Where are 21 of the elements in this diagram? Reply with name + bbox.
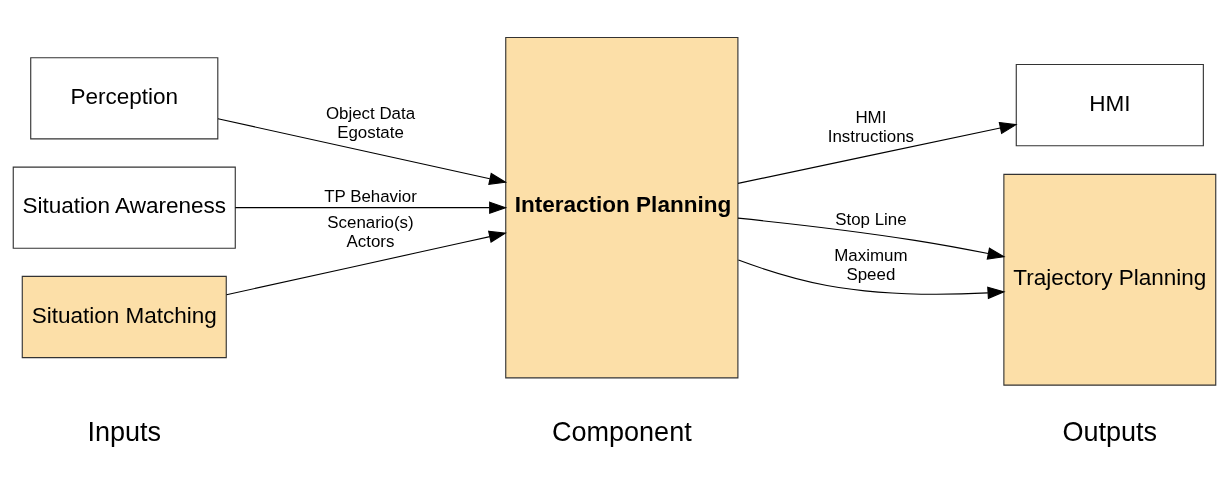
arrow — [225, 230, 507, 295]
label: Inputs — [87, 416, 162, 447]
node-box: Situation Awareness — [12, 166, 236, 249]
edge-label: Scenario(s) Actors — [327, 212, 414, 251]
node-box: Interaction Planning — [505, 36, 739, 378]
arrow — [234, 200, 508, 214]
edge-label: Maximum Speed — [834, 245, 908, 284]
arrow — [737, 217, 1006, 260]
node-box: Perception — [30, 56, 219, 139]
node-box: Trajectory Planning — [1003, 173, 1217, 386]
label: Outputs — [1062, 416, 1158, 447]
node-box: Situation Matching — [21, 275, 227, 358]
arrow — [737, 258, 1006, 299]
edge-label: Object Data Egostate — [325, 103, 416, 142]
arrow — [737, 121, 1018, 184]
label: Component — [551, 416, 692, 447]
arrow — [217, 117, 508, 185]
node-box: HMI — [1015, 63, 1204, 146]
edge-label: Stop Line — [835, 209, 907, 229]
edge-label: TP Behavior — [324, 186, 417, 206]
edge-label: HMI Instructions — [827, 107, 915, 146]
